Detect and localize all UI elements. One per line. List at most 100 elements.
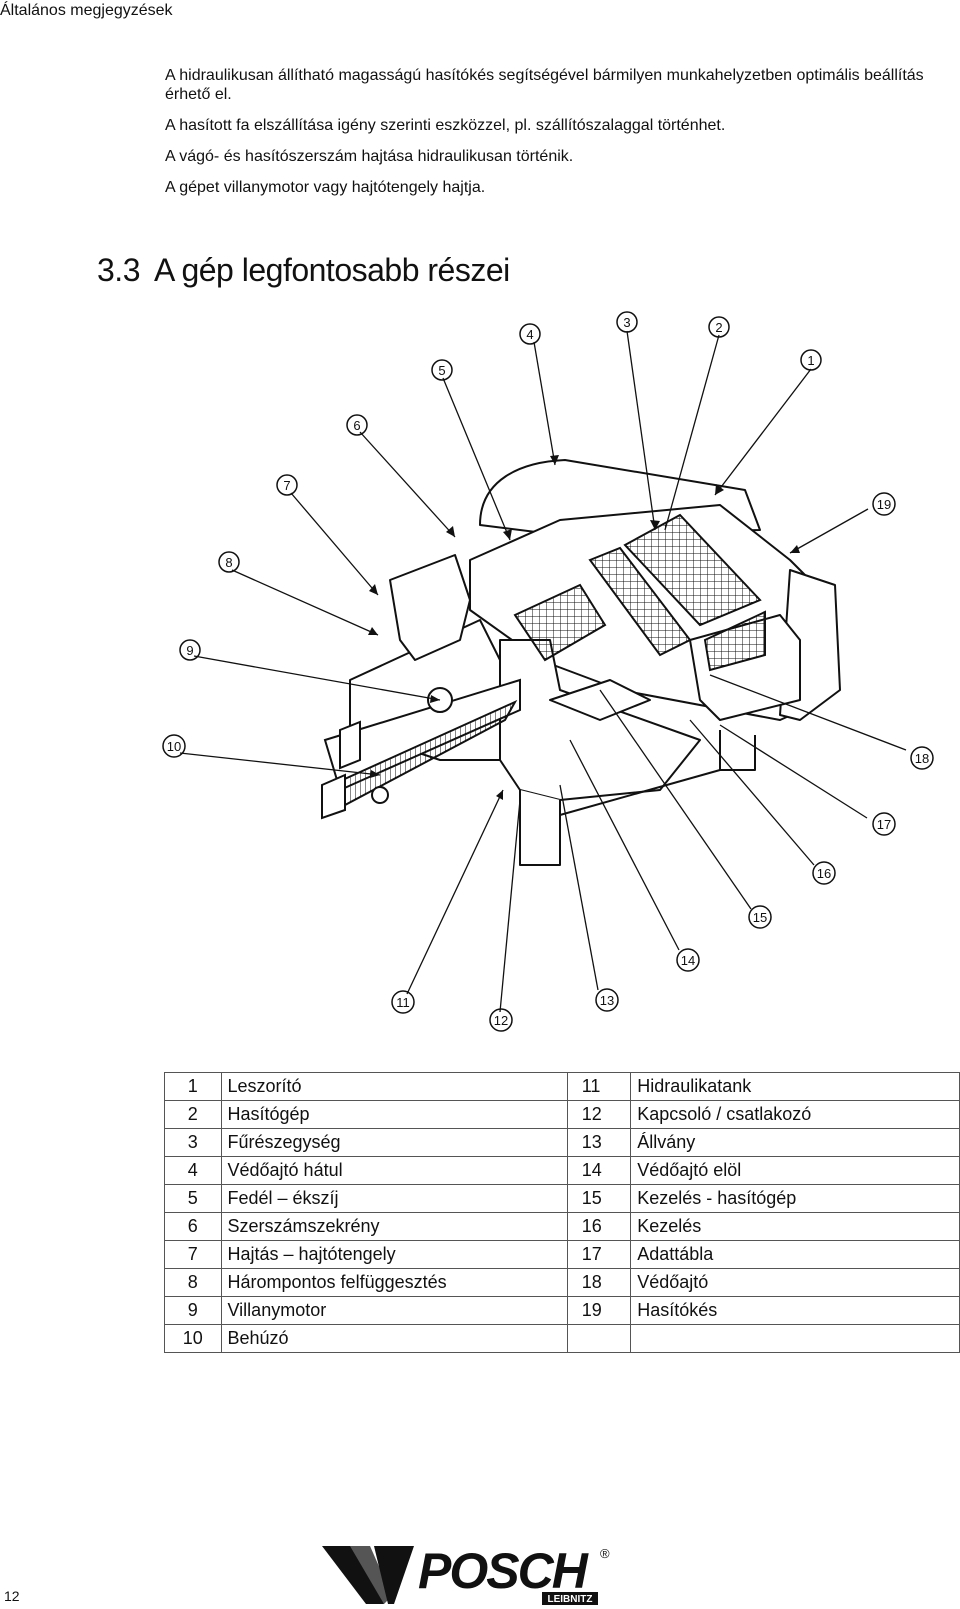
callout-17: 17 [877,817,891,832]
part-label: Hidraulikatank [630,1072,960,1101]
part-label: Fűrészegység [220,1128,568,1157]
callout-13: 13 [600,993,614,1008]
leader-arrowheads [368,455,800,800]
part-number: 17 [566,1240,632,1269]
callout-circle [346,414,368,436]
page-number: 12 [4,1588,20,1604]
part-label: Fedél – ékszíj [220,1184,568,1213]
section-number: 3.3 [97,252,140,288]
callout-8: 8 [225,555,232,570]
part-label: Hasítókés [630,1296,960,1325]
part-label [630,1324,960,1353]
callout-10: 10 [167,739,181,754]
section-title-text: A gép legfontosabb részei [153,252,510,288]
callout-14: 14 [681,953,695,968]
part-label: Védőajtó hátul [220,1156,568,1185]
part-label: Behúzó [220,1324,568,1353]
callout-12: 12 [494,1013,508,1028]
callout-circle [812,861,836,885]
callout-16: 16 [817,866,831,881]
machine-body [349,459,841,866]
part-number: 1 [164,1072,222,1101]
part-label: Védőajtó [630,1268,960,1297]
logo-registered-mark: ® [600,1546,610,1561]
part-number: 4 [164,1156,222,1185]
callout-circle [595,988,619,1012]
part-label: Villanymotor [220,1296,568,1325]
page-header: Általános megjegyzések [0,2,173,19]
part-number: 12 [566,1100,632,1129]
callout-4: 4 [526,327,533,342]
intro-paragraph: A vágó- és hasítószerszám hajtása hidrau… [165,148,574,165]
callout-numbers: 1 2 3 4 5 6 7 8 9 10 11 12 13 14 15 16 1… [167,315,929,1028]
infeed-conveyor [321,678,521,820]
part-number [566,1324,632,1353]
part-label: Kapcsoló / csatlakozó [630,1100,960,1129]
section-heading: 3.3 A gép legfontosabb részei [97,252,510,289]
callout-6: 6 [353,418,360,433]
part-label: Szerszámszekrény [220,1212,568,1241]
part-number: 3 [164,1128,222,1157]
part-number: 9 [164,1296,222,1325]
callout-circle [910,746,934,770]
callout-15: 15 [753,910,767,925]
part-number: 13 [566,1128,632,1157]
part-number: 8 [164,1268,222,1297]
callout-circle [276,474,298,496]
part-number: 7 [164,1240,222,1269]
posch-logo: POSCH LEIBNITZ ® [322,1544,610,1605]
intro-paragraph: A hasított fa elszállítása igény szerint… [165,117,726,134]
callout-circle [431,359,453,381]
part-number: 10 [164,1324,222,1353]
callout-19: 19 [877,497,891,512]
intro-paragraph: A hidraulikusan állítható magasságú hasí… [165,67,924,103]
callout-18: 18 [915,751,929,766]
intro-text: A hidraulikusan állítható magasságú hasí… [165,66,945,209]
callout-circle [162,734,186,758]
part-label: Állvány [630,1128,960,1157]
callout-11: 11 [396,995,410,1010]
callout-circle [179,639,201,661]
part-number: 11 [566,1072,632,1101]
part-label: Kezelés [630,1212,960,1241]
part-label: Hárompontos felfüggesztés [220,1268,568,1297]
part-number: 6 [164,1212,222,1241]
part-number: 16 [566,1212,632,1241]
callout-circle [489,1008,513,1032]
callout-3: 3 [623,315,630,330]
part-label: Leszorító [220,1072,568,1101]
part-label: Hasítógép [220,1100,568,1129]
guard-grilles [513,513,766,672]
intro-paragraph: A gépet villanymotor vagy hajtótengely h… [165,179,486,196]
logo-chevron-mark [322,1546,414,1604]
part-number: 14 [566,1156,632,1185]
logo-sub-text: LEIBNITZ [548,1594,593,1605]
callout-labels [162,311,934,1032]
part-label: Hajtás – hajtótengely [220,1240,568,1269]
callout-circle [708,316,730,338]
callout-9: 9 [186,643,193,658]
part-number: 18 [566,1268,632,1297]
machine-diagram: 1 2 3 4 5 6 7 8 9 10 11 12 13 14 15 16 1… [162,311,934,1032]
callout-circle [800,349,822,371]
logo-text: POSCH [418,1544,589,1599]
callout-circle [676,948,700,972]
part-number: 2 [164,1100,222,1129]
logo-sub-band [542,1592,598,1605]
callout-7: 7 [283,478,290,493]
part-label: Kezelés - hasítógép [630,1184,960,1213]
callout-circle [616,311,638,333]
callout-circle [872,492,896,516]
part-number: 5 [164,1184,222,1213]
callout-5: 5 [438,363,445,378]
